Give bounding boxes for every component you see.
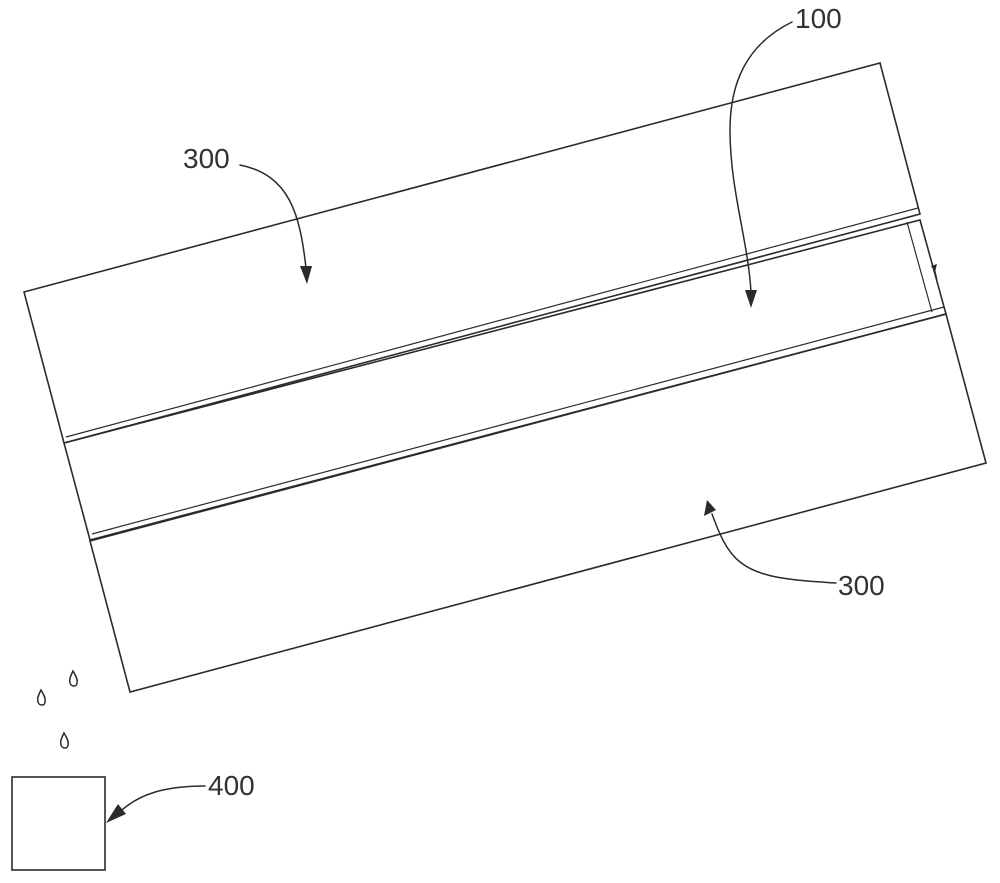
droplet-icon (68, 669, 78, 687)
middle-strip-panel (63, 219, 947, 541)
label-400: 400 (208, 770, 255, 801)
leader-bottom-300 (711, 513, 837, 584)
arrowhead-bottom-300 (704, 500, 716, 516)
leader-100 (729, 21, 793, 293)
top-strip-panel (23, 62, 921, 444)
middle-strip-end-cap (906, 221, 933, 313)
label-100: 100 (795, 3, 842, 34)
droplet-icon (59, 731, 69, 749)
label-bottom-300: 300 (838, 570, 885, 601)
leader-top-300 (239, 164, 307, 269)
top-strip-inner-edge (65, 207, 919, 438)
arrowhead-100 (745, 290, 757, 308)
middle-strip-inner-edge (91, 306, 945, 535)
leader-400 (121, 785, 206, 811)
label-top-300: 300 (183, 143, 230, 174)
arrowhead-400 (106, 804, 126, 823)
arrowhead-top-300 (300, 266, 312, 284)
bottom-strip-panel (89, 313, 987, 693)
end-cap-arrowhead (931, 264, 937, 272)
droplet-icon (36, 688, 46, 706)
container-box (11, 776, 106, 871)
